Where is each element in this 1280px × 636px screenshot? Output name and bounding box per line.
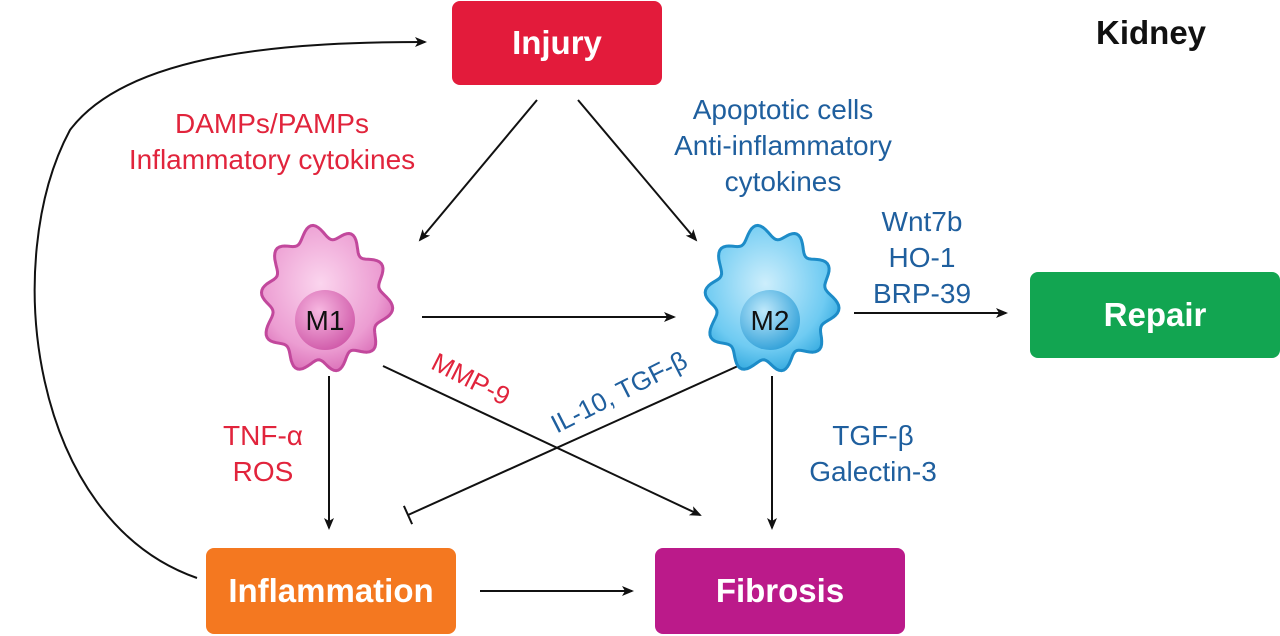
apoptotic-label: Apoptotic cells Anti-inflammatory cytoki… — [643, 92, 923, 200]
tnf-ros-label: TNF-α ROS — [200, 418, 326, 490]
apoptotic-line-3: cytokines — [724, 166, 842, 197]
m1-label: M1 — [306, 305, 345, 336]
repair-box: Repair — [1030, 272, 1280, 358]
injury-box: Injury — [452, 1, 662, 85]
apoptotic-line-1: Apoptotic cells — [692, 94, 874, 125]
tnf-alpha-text: TNF-α — [223, 420, 303, 451]
damps-label: DAMPs/PAMPs Inflammatory cytokines — [92, 106, 452, 178]
repair-factor-3: BRP-39 — [872, 278, 972, 309]
arrow-inflammation-to-injury — [33, 37, 427, 579]
fibrosis-box: Fibrosis — [655, 548, 905, 634]
m1-nucleus — [295, 290, 355, 350]
m2-label: M2 — [751, 305, 790, 336]
damps-line-1: DAMPs/PAMPs — [175, 108, 369, 139]
repair-label: Repair — [1103, 296, 1207, 333]
repair-factor-1: Wnt7b — [881, 206, 963, 237]
injury-label: Injury — [512, 24, 602, 61]
m2-cell: M2 — [703, 223, 841, 373]
arrow-injury-to-m1 — [418, 99, 538, 242]
apoptotic-line-2: Anti-inflammatory — [674, 130, 892, 161]
m1-cell: M1 — [260, 223, 395, 373]
inhibit-bar — [402, 505, 414, 525]
ros-text: ROS — [232, 456, 294, 487]
m2-nucleus — [740, 290, 800, 350]
diagram-title: Kidney — [1096, 14, 1207, 51]
inflammation-label: Inflammation — [228, 572, 434, 609]
repair-factor-2: HO-1 — [888, 242, 956, 273]
tgf-galectin-label: TGF-β Galectin-3 — [788, 418, 958, 490]
il10-tgfb-label: IL-10, TGF-β — [546, 345, 692, 439]
inflammation-box: Inflammation — [206, 548, 456, 634]
mmp9-label: MMP-9 — [427, 347, 515, 412]
tgf-beta-text: TGF-β — [832, 420, 914, 451]
arrow-m1-to-fibrosis — [382, 365, 702, 516]
damps-line-2: Inflammatory cytokines — [128, 144, 416, 175]
inhibit-m2-to-inflammation — [407, 365, 739, 516]
repair-factors-label: Wnt7b HO-1 BRP-39 — [854, 204, 990, 312]
galectin-text: Galectin-3 — [809, 456, 937, 487]
fibrosis-label: Fibrosis — [715, 572, 845, 609]
arrow-injury-to-m2 — [577, 99, 698, 242]
